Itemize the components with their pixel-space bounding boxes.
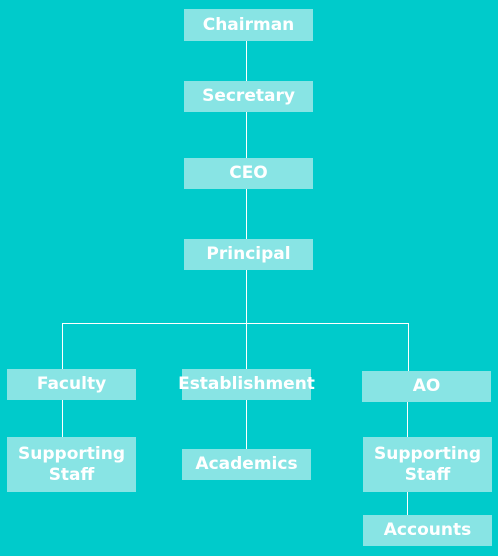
- node-faculty: Faculty: [7, 369, 136, 400]
- connector-branch-horizontal: [62, 323, 409, 324]
- connector-faculty-supporting-staff: [62, 400, 63, 437]
- node-ao: AO: [362, 371, 491, 402]
- node-chairman: Chairman: [184, 9, 313, 41]
- node-ao-supporting-staff: Supporting Staff: [363, 437, 492, 492]
- connector-principal-branch: [246, 270, 247, 323]
- connector-chairman-secretary: [246, 40, 247, 81]
- node-ceo: CEO: [184, 158, 313, 189]
- connector-establishment-academics: [246, 400, 247, 449]
- connector-ao-supporting-staff: [407, 402, 408, 437]
- connector-ceo-principal: [246, 189, 247, 239]
- connector-branch-ao: [408, 323, 409, 371]
- connector-branch-establishment: [246, 323, 247, 369]
- connector-branch-faculty: [62, 323, 63, 369]
- node-academics: Academics: [182, 449, 311, 480]
- node-faculty-supporting-staff: Supporting Staff: [7, 437, 136, 492]
- node-secretary: Secretary: [184, 81, 313, 112]
- connector-supporting-staff-accounts: [407, 492, 408, 515]
- node-accounts: Accounts: [363, 515, 492, 546]
- node-establishment: Establishment: [178, 369, 315, 400]
- node-principal: Principal: [184, 239, 313, 270]
- connector-secretary-ceo: [246, 112, 247, 158]
